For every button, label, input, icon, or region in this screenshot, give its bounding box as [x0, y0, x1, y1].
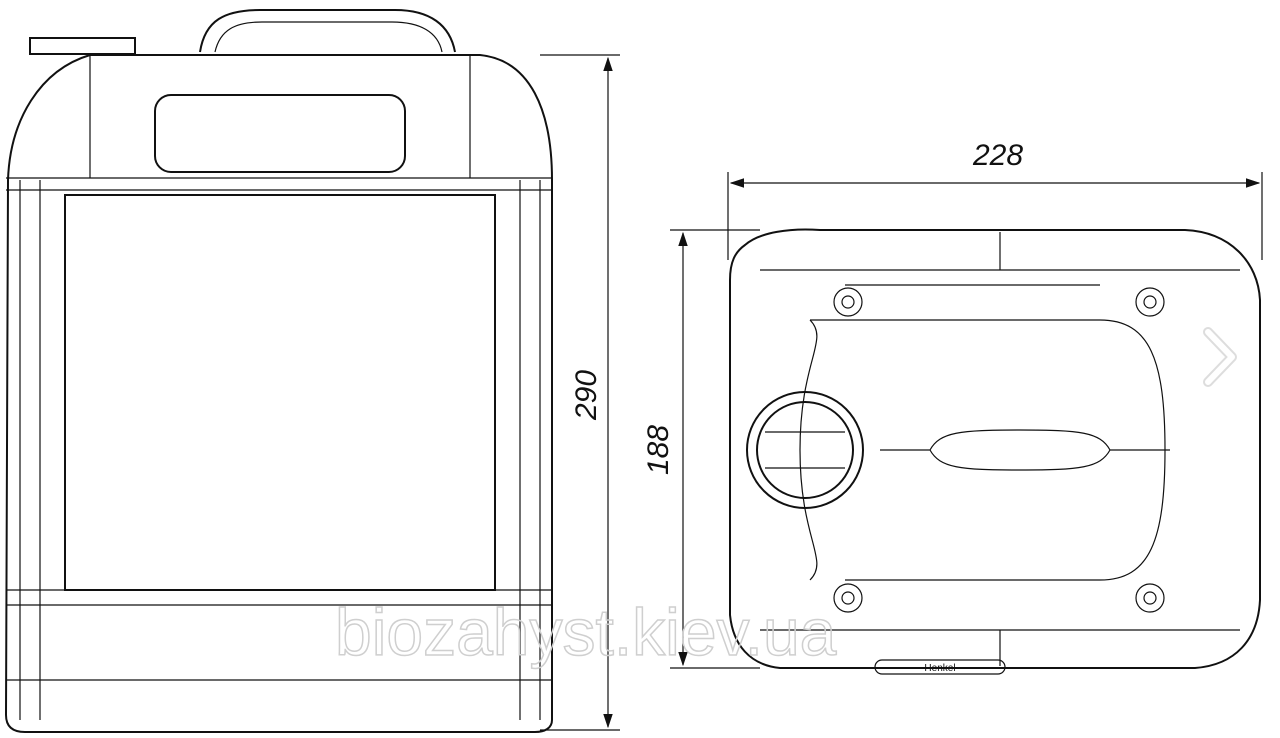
next-image-button[interactable]	[1196, 322, 1246, 392]
width-dimension: 228	[727, 139, 1263, 260]
depth-label: 188	[642, 425, 675, 475]
label-window	[154, 94, 406, 173]
width-label: 228	[972, 139, 1023, 172]
front-view	[4, 9, 553, 733]
chevron-right-icon	[1203, 327, 1237, 387]
spout	[746, 391, 864, 509]
watermark: biozahyst.kiev.ua	[335, 595, 837, 669]
bottom-label: Henkel	[924, 663, 955, 674]
height-label: 290	[570, 370, 603, 421]
handle	[199, 9, 456, 53]
cap	[29, 37, 136, 55]
label-panel	[64, 194, 496, 591]
top-view: Henkel	[729, 228, 1261, 675]
depth-dimension: 188	[642, 229, 760, 669]
height-dimension: 290	[540, 54, 620, 731]
